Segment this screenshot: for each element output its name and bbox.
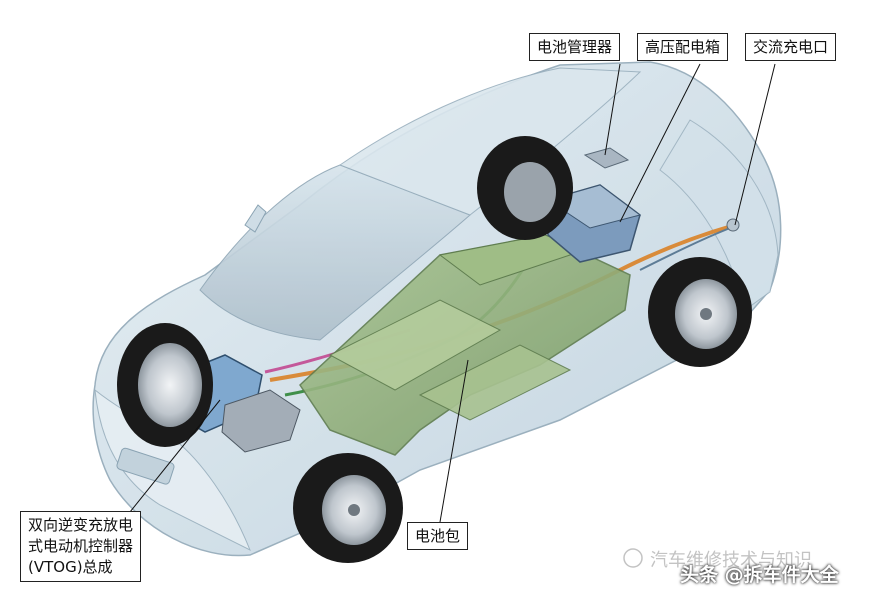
leader-vtog <box>129 399 221 513</box>
rear-body <box>659 119 779 311</box>
battery-pack-module <box>418 344 572 421</box>
label-ac-charging-port: 交流充电口 <box>745 33 837 61</box>
leader-hv-box <box>619 63 701 223</box>
wheel-rear-left <box>648 257 752 367</box>
label-battery-pack: 电池包 <box>407 522 469 550</box>
label-hv-distribution-box: 高压配电箱 <box>637 33 729 61</box>
wheel-rear-right <box>477 136 573 240</box>
leader-battery-manager <box>604 63 621 156</box>
side-mirror <box>244 204 267 233</box>
label-battery-manager: 电池管理器 <box>529 33 621 61</box>
battery-pack-module <box>328 299 502 391</box>
wheel-front-right <box>293 453 403 563</box>
wechat-icon <box>623 548 643 568</box>
leader-charge-port <box>734 63 776 226</box>
battery-manager-shape <box>583 147 630 169</box>
leader-battery-pack <box>439 359 469 523</box>
label-vtog-assembly: 双向逆变充放电 式电动机控制器 (VTOG)总成 <box>20 511 142 582</box>
wheel-front-left <box>117 323 213 447</box>
windshield <box>199 164 471 341</box>
charge-port-shape <box>726 218 740 232</box>
cable-rear <box>639 227 731 271</box>
watermark-secondary: 汽车维修技术与知识 <box>650 550 812 571</box>
watermark-primary: 头条 @拆车件大全 <box>680 564 839 586</box>
